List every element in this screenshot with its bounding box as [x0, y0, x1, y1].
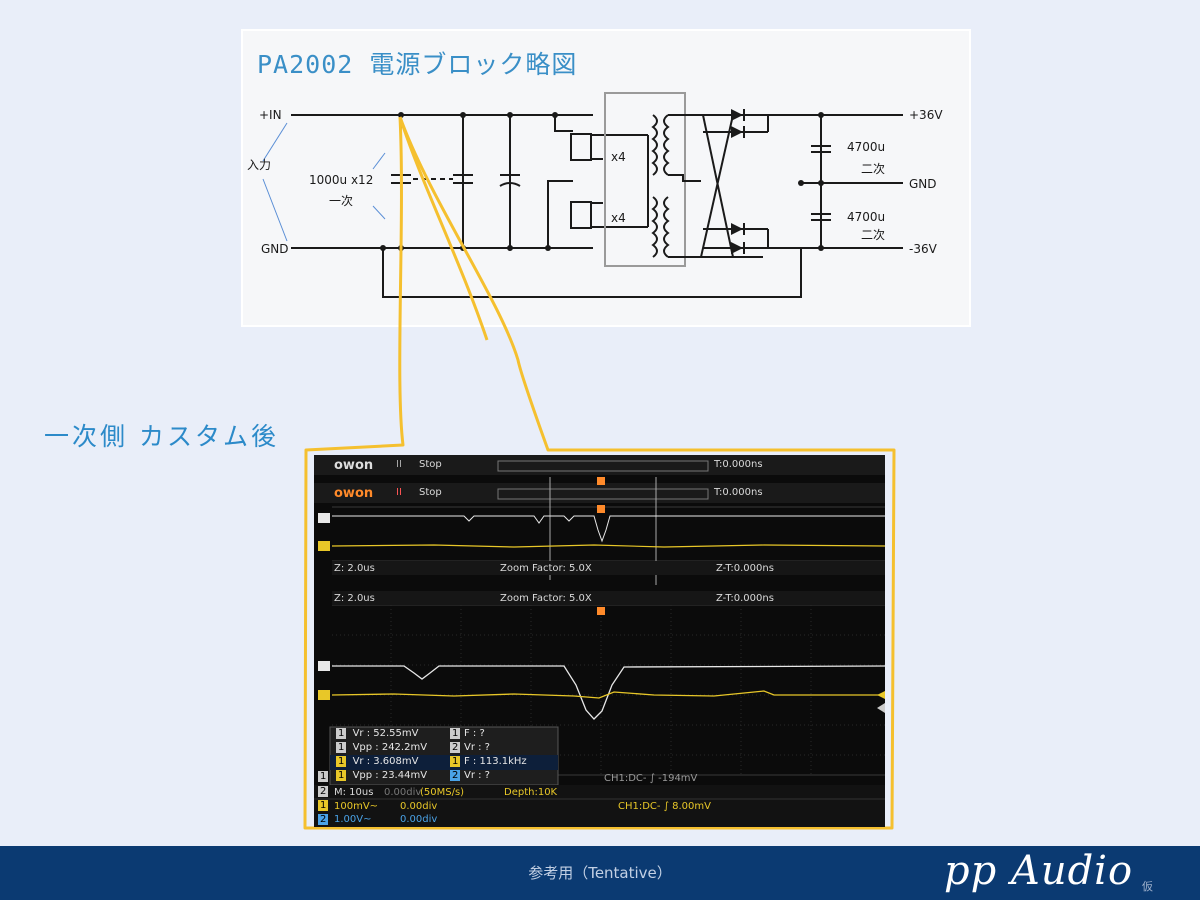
- zoom-zt-2: Z-T:0.000ns: [716, 593, 774, 604]
- schematic-diagram: +IN 入力 GND 1000u x12 一次 x4 x4 4700u 二次 4…: [247, 92, 943, 298]
- ch2-scale: 1.00V~: [334, 814, 372, 825]
- label-mosfet-count-bottom: x4: [611, 211, 626, 225]
- zoom-time-1: Z: 2.0us: [334, 563, 375, 574]
- ch1-offset: 0.00div: [400, 801, 438, 812]
- measurement-row: 1 Vpp : 242.2mV 2 Vr : ?: [336, 742, 490, 753]
- label-cap-primary: 1000u x12: [309, 173, 373, 187]
- ch1-scale: 100mV~: [334, 801, 379, 812]
- brand-note: 仮: [1142, 880, 1153, 893]
- label-in-plus: +IN: [259, 108, 282, 122]
- label-out-gnd: GND: [909, 177, 937, 191]
- ch2-tag: 2: [318, 814, 329, 825]
- footer-bar: 参考用（Tentative） pp Audio 仮: [0, 846, 1200, 900]
- zoom-factor-1: Zoom Factor: 5.0X: [500, 563, 592, 574]
- label-input: 入力: [247, 158, 271, 172]
- schematic-panel: PA2002 電源ブロック略図: [241, 29, 971, 327]
- timebase: M: 10us: [334, 787, 374, 798]
- side-tag-ch3: 1: [318, 800, 329, 811]
- measurement-row: 1 Vpp : 23.44mV 2 Vr : ?: [336, 770, 490, 781]
- ghost-trigger-ch1: CH1:DC- ∫ -194mV: [604, 773, 698, 784]
- side-tag-ch2: 2: [318, 786, 329, 797]
- zoom-time-2: Z: 2.0us: [334, 593, 375, 604]
- memory-depth: Depth:10K: [504, 787, 558, 798]
- scope-trigger-time-2: T:0.000ns: [714, 487, 763, 498]
- label-cap-secondary-top: 4700u: [847, 140, 885, 154]
- zoom-factor-2: Zoom Factor: 5.0X: [500, 593, 592, 604]
- measurement-row: 1 Vr : 52.55mV 1 F : ?: [336, 728, 485, 739]
- scope-brand-1: owon: [334, 458, 374, 473]
- label-primary: 一次: [329, 194, 353, 208]
- primary-side-title: 一次側 カスタム後: [44, 422, 279, 451]
- zoom-zt-1: Z-T:0.000ns: [716, 563, 774, 574]
- label-gnd-left: GND: [261, 242, 289, 256]
- scope-trigger-time-1: T:0.000ns: [714, 459, 763, 470]
- schematic-title: PA2002 電源ブロック略図: [257, 50, 578, 79]
- label-cap-secondary-bottom: 4700u: [847, 210, 885, 224]
- footer-note: 参考用（Tentative）: [528, 864, 672, 882]
- ghost-offset: 0.00div: [384, 787, 422, 798]
- sample-rate: (50MS/s): [420, 787, 465, 798]
- trigger-setting: CH1:DC- ∫ 8.00mV: [618, 801, 711, 812]
- label-mosfet-count-top: x4: [611, 150, 626, 164]
- scope-state-1: Stop: [419, 459, 442, 470]
- label-secondary-bottom: 二次: [861, 228, 885, 242]
- oscilloscope-screen: owon II Stop T:0.000ns owon II Stop T:0.…: [314, 455, 885, 827]
- label-out-plus: +36V: [909, 108, 943, 122]
- brand-logo: pp Audio: [944, 848, 1134, 894]
- side-tag-ch1: 1: [318, 771, 329, 782]
- scope-display: [314, 455, 885, 827]
- scope-pause-1: II: [396, 459, 402, 470]
- scope-pause-2: II: [396, 487, 402, 498]
- measurement-row: 1 Vr : 3.608mV 1 F : 113.1kHz: [336, 756, 527, 767]
- scope-brand-2: owon: [334, 486, 374, 501]
- ch2-offset: 0.00div: [400, 814, 438, 825]
- label-out-minus: -36V: [909, 242, 938, 256]
- scope-state-2: Stop: [419, 487, 442, 498]
- label-secondary-top: 二次: [861, 162, 885, 176]
